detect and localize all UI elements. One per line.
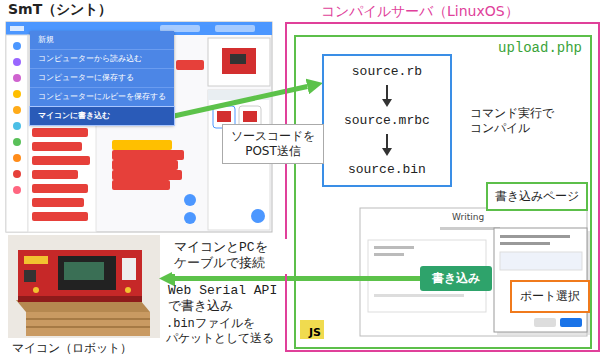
editor-screenshot bbox=[13, 106, 21, 114]
editor-screenshot bbox=[32, 212, 88, 221]
editor-screenshot bbox=[230, 54, 246, 64]
down-arrow bbox=[380, 83, 394, 109]
menu-item: コンピューターに保存する bbox=[30, 69, 174, 88]
write-page-screenshot bbox=[374, 294, 464, 297]
down-arrow bbox=[380, 132, 394, 158]
editor-screenshot bbox=[112, 170, 182, 180]
panel-heading: SmT（シント） bbox=[8, 1, 112, 19]
box-label: ポート選択 bbox=[520, 288, 580, 305]
write-page-screenshot bbox=[560, 318, 582, 327]
menu-item: 新規 bbox=[30, 31, 174, 50]
down-arrow bbox=[382, 99, 392, 107]
php-region: upload.php source.rb source.mrbc source.bin… bbox=[294, 35, 592, 349]
editor-screenshot bbox=[13, 186, 21, 194]
robot-photo-picture bbox=[64, 262, 104, 280]
note-text: Web Serial API で書き込み bbox=[168, 283, 288, 316]
compile-box: source.rb source.mrbc source.bin bbox=[322, 54, 452, 187]
js-logo: JS bbox=[300, 320, 324, 339]
editor-screenshot bbox=[184, 212, 196, 224]
editor-screenshot bbox=[32, 170, 78, 179]
photo-caption: マイコン（ロボット） bbox=[12, 340, 132, 357]
robot-photo-picture bbox=[24, 270, 36, 282]
page-label-box: 書き込みページ bbox=[486, 182, 588, 211]
editor-screenshot bbox=[251, 209, 265, 223]
editor-screenshot bbox=[32, 128, 88, 137]
editor-screenshot bbox=[112, 180, 170, 190]
editor-screenshot bbox=[6, 35, 28, 232]
flow-arrow bbox=[174, 87, 307, 117]
robot-photo-picture bbox=[24, 256, 48, 264]
robot-photo-picture bbox=[26, 318, 150, 320]
editor-screenshot bbox=[32, 198, 84, 207]
robot-photo-picture bbox=[8, 235, 160, 338]
write-page-screenshot bbox=[374, 253, 404, 256]
editor-screenshot bbox=[10, 26, 24, 31]
write-page-screenshot bbox=[440, 227, 500, 230]
region-title: コンパイルサーバ（LinuxOS） bbox=[321, 3, 519, 21]
editor-screenshot bbox=[13, 138, 21, 146]
robot-photo-picture bbox=[58, 256, 116, 290]
editor-screenshot bbox=[215, 25, 255, 32]
edge-label: マイコンとPCを ケーブルで接続 bbox=[172, 239, 290, 274]
write-page-screenshot bbox=[360, 208, 587, 336]
robot-photo: マイコン（ロボット） bbox=[8, 235, 160, 338]
robot-photo-picture bbox=[26, 312, 150, 336]
editor-screenshot bbox=[13, 122, 21, 130]
editor-screenshot bbox=[112, 140, 172, 150]
menu-item-selected: マイコンに書き込む bbox=[30, 107, 174, 125]
menu-item: コンピューターから読み込む bbox=[30, 50, 174, 69]
robot-photo-picture bbox=[18, 250, 142, 300]
robot-photo-picture bbox=[33, 287, 39, 293]
editor-screenshot bbox=[32, 184, 88, 193]
down-arrow bbox=[382, 148, 392, 156]
robot-photo-picture bbox=[8, 235, 160, 338]
editor-screenshot bbox=[176, 60, 204, 70]
down-arrow bbox=[386, 85, 388, 101]
edge-label: ソースコードを POST送信 bbox=[222, 124, 324, 164]
button-label: 書き込み bbox=[432, 270, 480, 287]
editor-screenshot bbox=[13, 58, 21, 66]
note-text: .binファイルを パケットとして送る bbox=[166, 317, 280, 347]
write-page-screenshot bbox=[360, 208, 590, 336]
page-title: Writing bbox=[452, 212, 484, 223]
editor-screenshot bbox=[32, 142, 82, 151]
editor-screenshot bbox=[13, 154, 21, 162]
port-select-box: ポート選択 bbox=[510, 280, 590, 313]
file-name: source.mrbc bbox=[344, 113, 430, 128]
write-page-screenshot bbox=[500, 242, 550, 245]
editor-screenshot bbox=[243, 111, 257, 122]
server-region: コンパイルサーバ（LinuxOS）upload.phpsource.rbsour… bbox=[285, 22, 600, 352]
menu-item: マイコンに書き込む bbox=[30, 107, 174, 125]
flow-arrow bbox=[175, 276, 420, 281]
file-menu: 新規コンピューターから読み込むコンピューターに保存するコンピューターにルビーを保… bbox=[30, 31, 174, 125]
robot-photo-picture bbox=[26, 326, 150, 328]
editor-screenshot bbox=[13, 42, 21, 50]
editor-screenshot bbox=[13, 90, 21, 98]
file-name: source.bin bbox=[348, 162, 426, 177]
robot-photo-picture bbox=[125, 287, 131, 293]
editor-screenshot bbox=[184, 194, 196, 206]
robot-photo-picture bbox=[18, 296, 142, 302]
write-button: 書き込み bbox=[420, 266, 492, 291]
robot-photo-picture bbox=[122, 258, 136, 280]
editor-screenshot bbox=[112, 150, 184, 160]
file-name: source.rb bbox=[352, 64, 422, 79]
note-text: コマンド実行で コンパイル bbox=[470, 106, 562, 136]
editor-screenshot bbox=[208, 38, 270, 86]
down-arrow bbox=[386, 134, 388, 150]
editor-screenshot bbox=[32, 156, 90, 165]
write-page-screenshot bbox=[500, 235, 570, 238]
menu-item: コンピューターにルビーを保存する bbox=[30, 88, 174, 107]
write-page-screenshot bbox=[374, 246, 414, 249]
editor-screenshot bbox=[112, 160, 178, 170]
editor-screenshot bbox=[13, 74, 21, 82]
write-page-screenshot bbox=[534, 318, 556, 327]
editor-screenshot bbox=[217, 111, 231, 122]
editor-screenshot bbox=[13, 170, 21, 178]
region-title: upload.php bbox=[498, 40, 582, 56]
write-page-screenshot bbox=[500, 252, 582, 270]
editor-screenshot bbox=[222, 48, 256, 74]
box-label: 書き込みページ bbox=[495, 188, 579, 205]
